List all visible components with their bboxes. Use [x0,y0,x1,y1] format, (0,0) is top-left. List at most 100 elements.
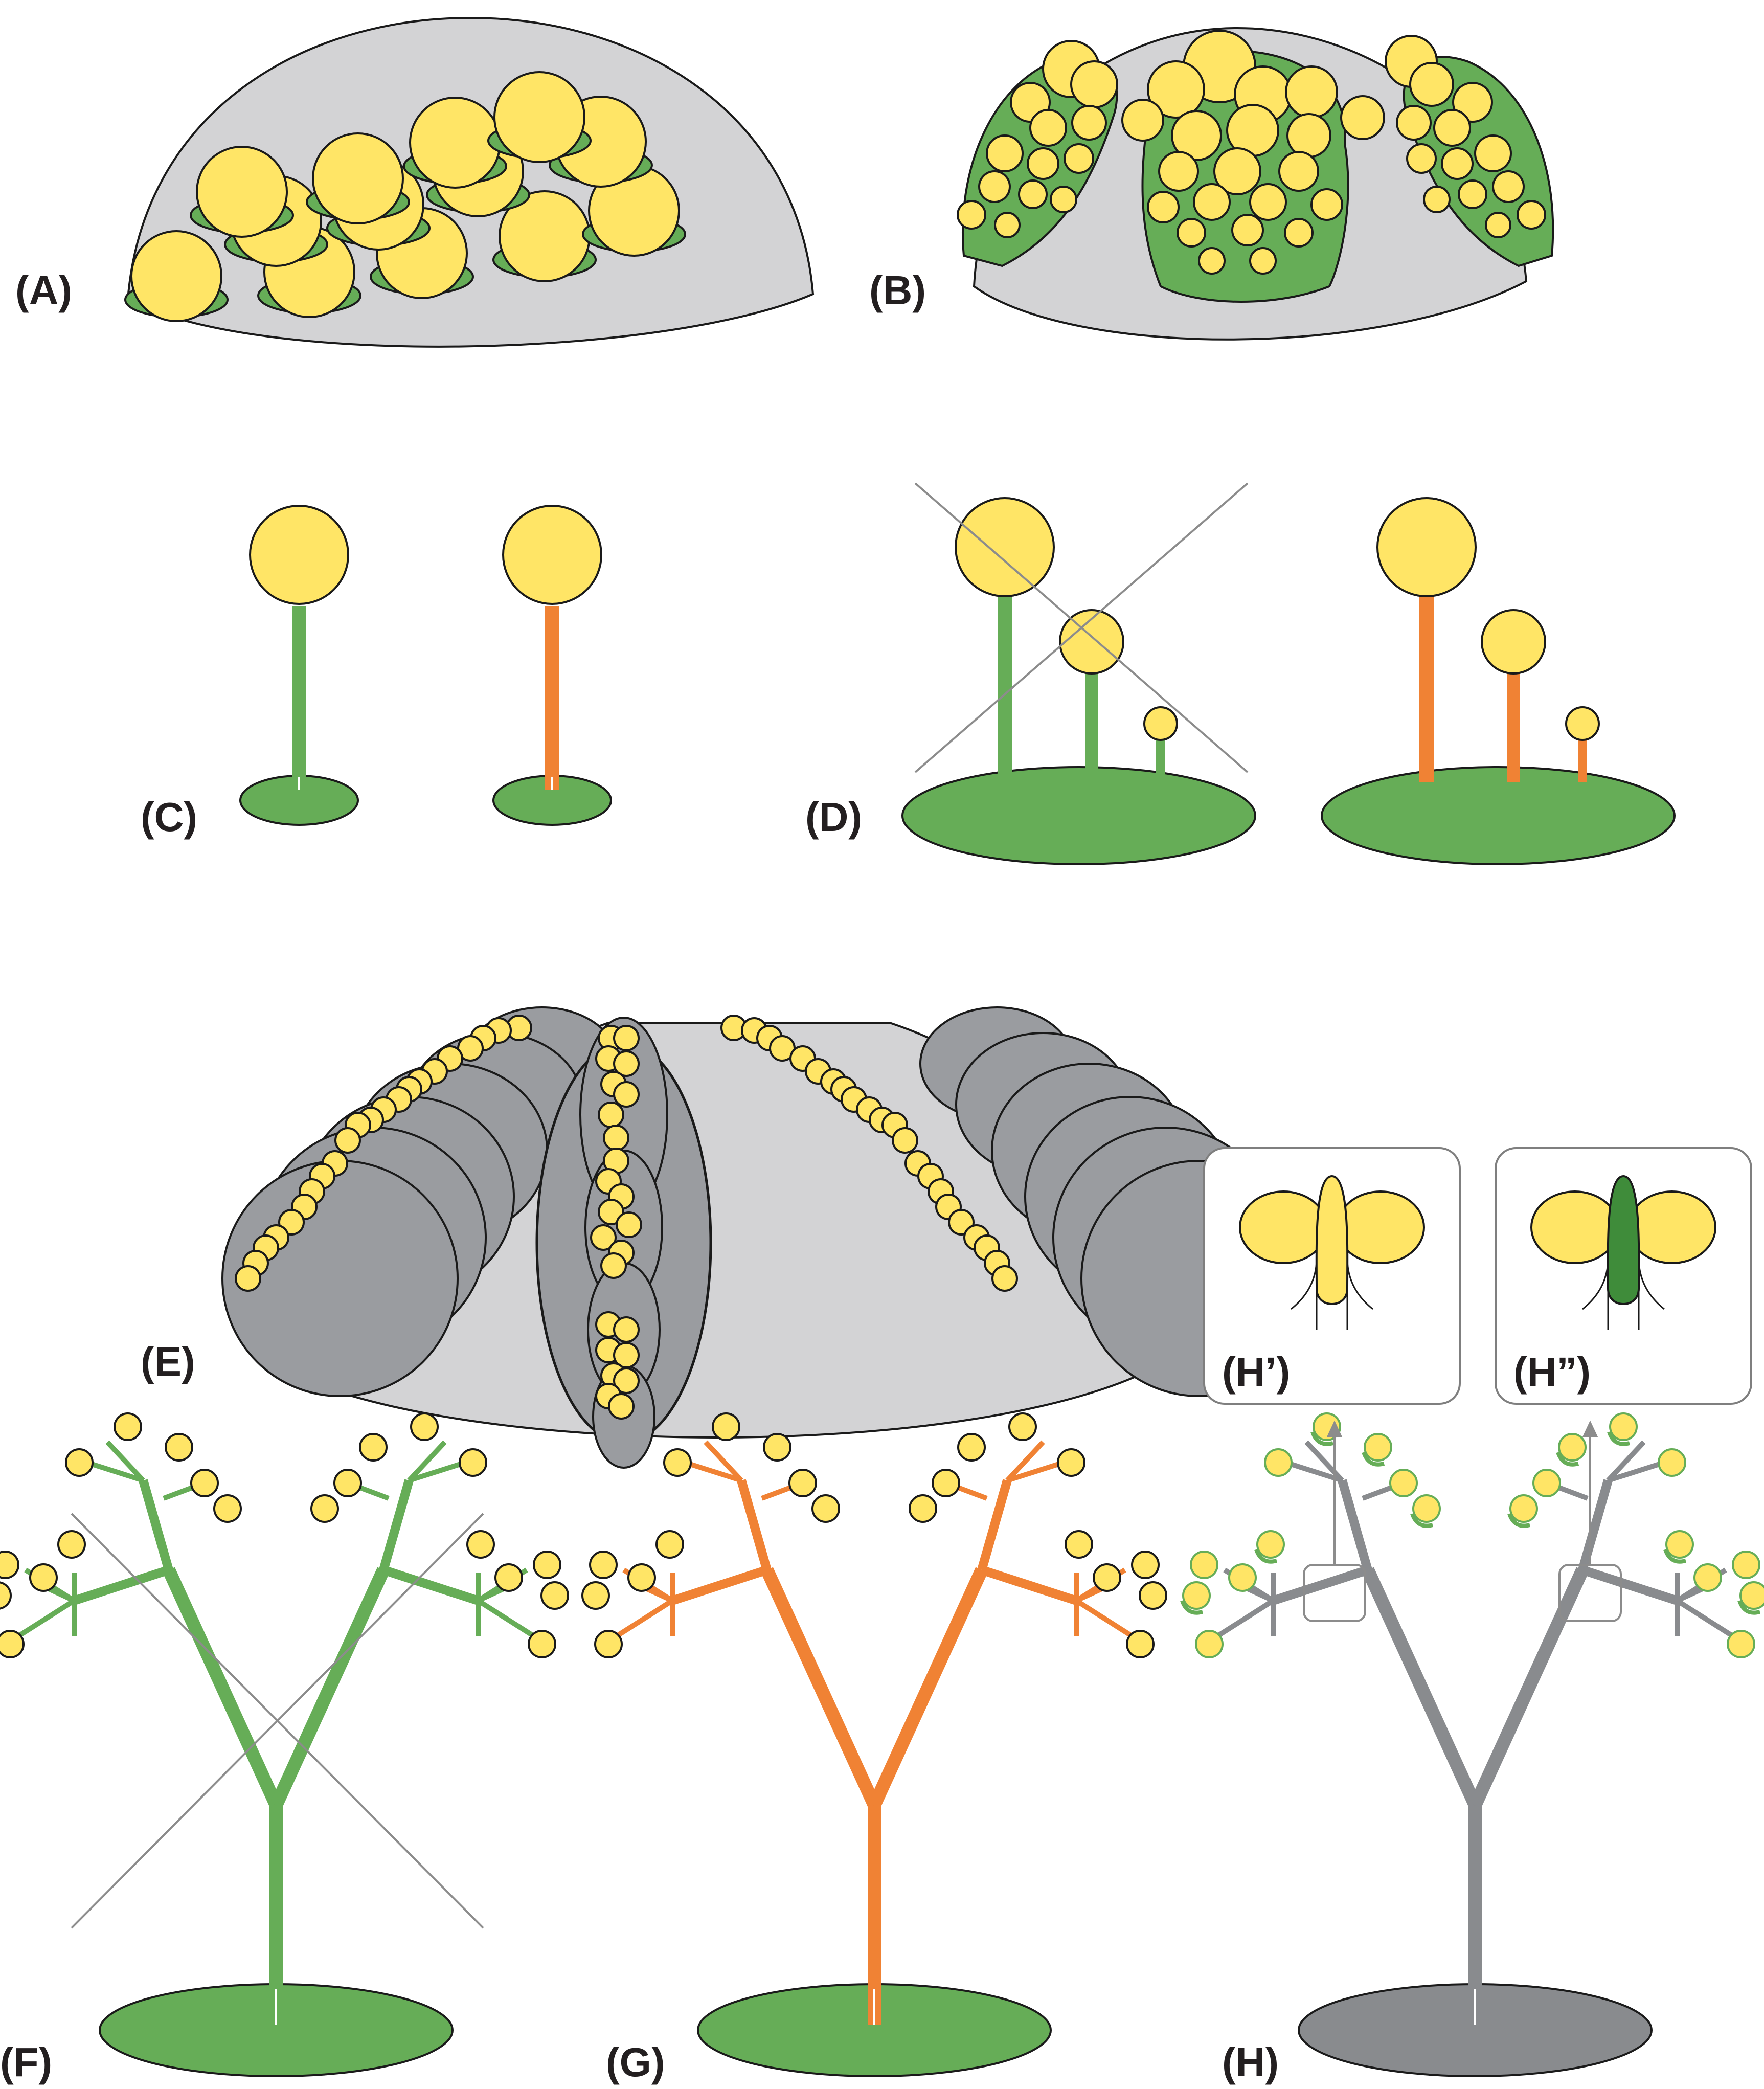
flower-bud [1509,1494,1538,1523]
sepal [1556,1451,1579,1467]
panel-label-c: (C) [141,794,197,840]
flower-bud [1182,1581,1211,1610]
panel-e-diagram [221,1006,1318,1469]
pedicel-branch [477,1598,536,1639]
pedicel-branch [105,1440,145,1482]
lateral-floret [1530,1190,1619,1264]
panel-label-e: (E) [141,1339,195,1384]
flower-head [1059,609,1124,675]
floral-bud [1492,170,1525,203]
floral-bud [1441,147,1474,180]
panel-label-b: (B) [869,267,926,313]
floral-bud [1517,200,1546,230]
flower-bud [1389,1469,1418,1497]
flower-bud [0,1551,19,1579]
pedicel-branch [1215,1598,1275,1639]
pedicel-branch [16,1598,76,1639]
flower-bud [581,1581,610,1610]
panel-c-diagram [239,505,612,826]
floral-bud [196,146,288,238]
floral-bud [1027,147,1059,180]
flower-bud [655,1530,684,1559]
floral-bud [613,1025,640,1051]
sepal [1410,1513,1434,1528]
flower-bud [1065,1530,1093,1559]
lateral-floret [1239,1190,1328,1264]
floral-bud [1474,134,1512,172]
floral-bud [1396,105,1432,141]
floral-bud [235,1265,261,1292]
flower-bud [1412,1494,1441,1523]
flower-bud [1658,1448,1686,1477]
secondary-branch [737,1479,772,1571]
secondary-branch [1581,1565,1679,1605]
flower-bud [1228,1563,1257,1592]
flower-bud [1364,1433,1392,1462]
panel-a-diagram [124,16,815,348]
primordium [257,226,361,318]
flower-bud [0,1581,12,1610]
floral-bud [1458,179,1487,209]
secondary-branch [980,1565,1078,1605]
floral-bud [1070,60,1118,108]
flower-bud [589,1551,618,1579]
primordium [487,71,592,163]
floral-bud [991,1265,1018,1292]
floral-bud [1231,214,1264,246]
floral-bud [1423,186,1451,213]
flower-head [1143,706,1178,741]
flower-bud [1558,1433,1587,1462]
flower-head [1565,706,1600,741]
flower-bud [540,1581,569,1610]
panel-g-diagram [581,1412,1167,2077]
flower-bud [712,1412,740,1441]
flower-bud [466,1530,495,1559]
sepal [1362,1451,1385,1467]
shoot-base [1321,766,1676,865]
primordium [190,146,294,238]
sepal [1507,1513,1531,1528]
flower-bud [1131,1551,1160,1579]
floral-bud [1485,212,1511,238]
flower-bud [359,1433,388,1462]
sepal [1254,1548,1278,1564]
primordium [124,230,229,322]
primary-branch [761,1567,880,1808]
arrow-head [1326,1420,1343,1437]
floral-bud [493,71,585,163]
floral-bud [1406,143,1437,174]
floral-bud [1064,143,1094,174]
inset-h2: (H”) [1495,1147,1752,1405]
secondary-branch [382,1565,480,1605]
floral-bud [1171,110,1222,161]
floral-bud [312,132,404,224]
panel-label-g: (G) [606,2039,665,2085]
secondary-branch [1578,1479,1613,1571]
flower-bud [1256,1530,1285,1559]
inset-label: (H’) [1222,1349,1290,1395]
lateral-floret [1627,1190,1716,1264]
cross-out-line [71,1513,484,1929]
lateral-floret [1336,1190,1425,1264]
pedicel-unit [239,505,359,826]
secondary-branch [73,1565,170,1605]
pedicel-branch [1006,1460,1065,1483]
floral-bud [613,1081,640,1108]
flower-bud [1739,1581,1764,1610]
primary-branch [163,1567,282,1808]
pedicel-branch [1304,1440,1344,1482]
zoom-box [1558,1564,1622,1622]
panel-label-a: (A) [15,267,72,313]
pedicel-unit [492,505,612,826]
flower-bud [932,1469,960,1497]
primordium [403,97,507,189]
inset-h1: (H’) [1203,1147,1461,1405]
pedicel-branch [704,1440,743,1482]
flower-head [249,505,349,605]
floral-bud [613,1316,640,1343]
inflorescence-group [1321,497,1676,865]
flower-bud [310,1494,339,1523]
floral-bud [613,1367,640,1394]
floral-bud [1158,151,1199,192]
